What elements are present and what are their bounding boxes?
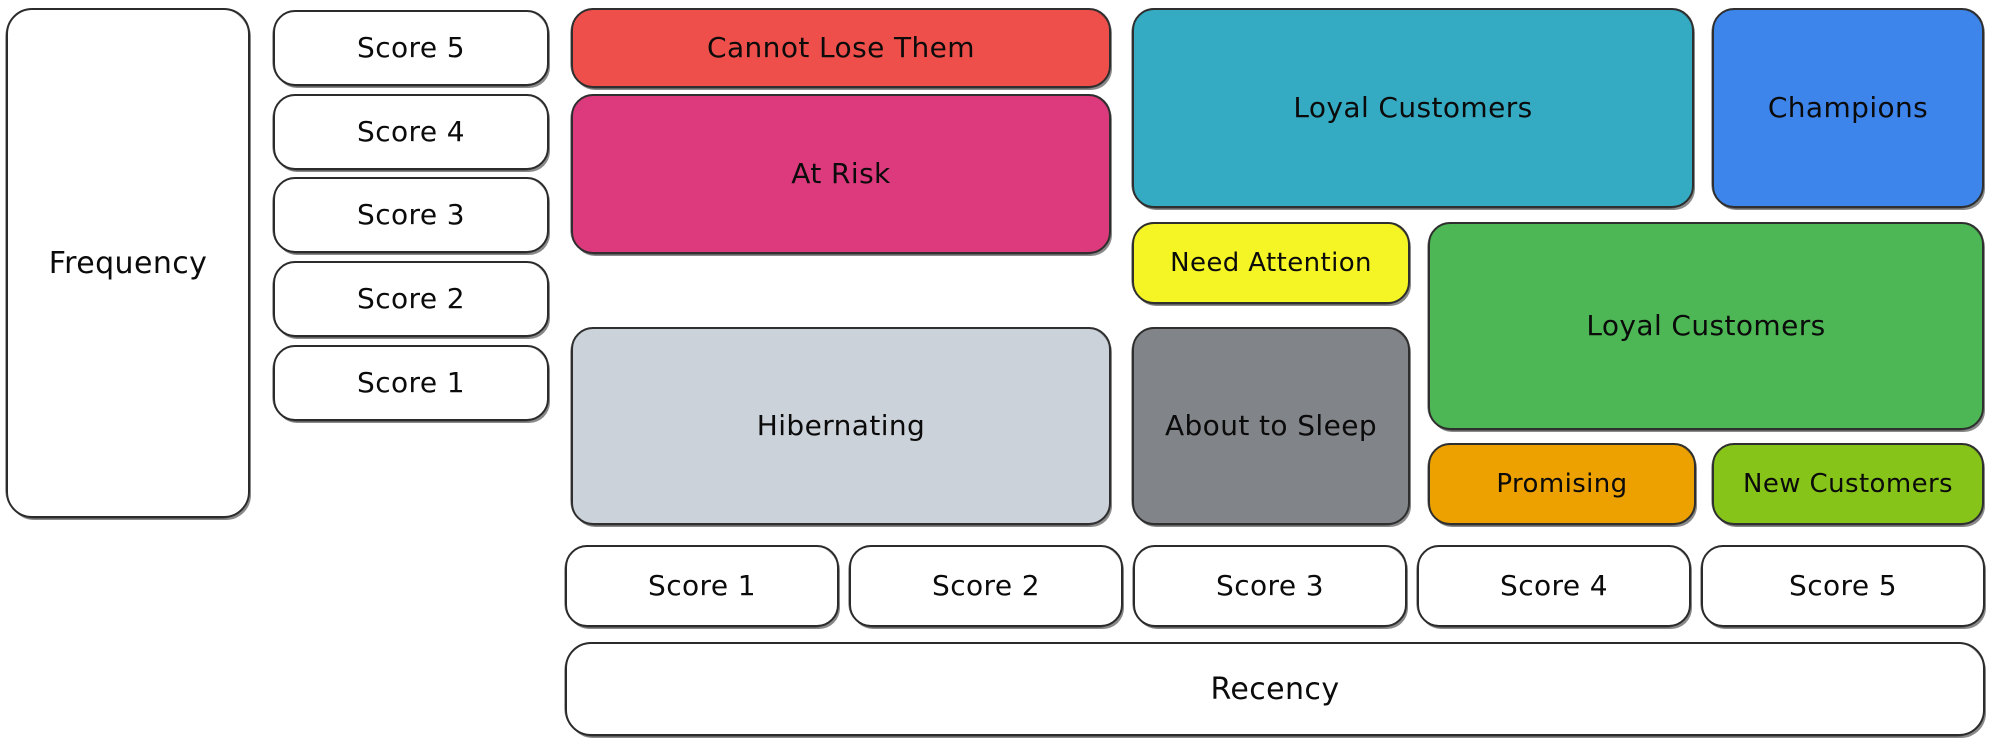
segment-need-attention[interactable]: Need Attention (1131, 222, 1410, 305)
segment-hibernating[interactable]: Hibernating (570, 327, 1111, 526)
segment-loyal-customers-teal[interactable]: Loyal Customers (1131, 8, 1694, 209)
frequency-score-5: Score 5 (272, 10, 549, 87)
segment-loyal-customers-green[interactable]: Loyal Customers (1427, 222, 1984, 431)
recency-score-3: Score 3 (1132, 545, 1407, 628)
segment-at-risk[interactable]: At Risk (570, 94, 1111, 255)
frequency-score-4: Score 4 (272, 94, 549, 171)
segment-promising[interactable]: Promising (1427, 443, 1696, 526)
recency-score-2: Score 2 (848, 545, 1123, 628)
segment-about-to-sleep[interactable]: About to Sleep (1131, 327, 1410, 526)
frequency-score-1: Score 1 (272, 345, 549, 422)
recency-score-5: Score 5 (1700, 545, 1985, 628)
frequency-score-3: Score 3 (272, 177, 549, 254)
segment-new-customers[interactable]: New Customers (1711, 443, 1984, 526)
frequency-score-2: Score 2 (272, 261, 549, 338)
segment-cannot-lose-them[interactable]: Cannot Lose Them (570, 8, 1111, 89)
recency-score-4: Score 4 (1416, 545, 1691, 628)
segment-champions[interactable]: Champions (1711, 8, 1984, 209)
recency-score-1: Score 1 (564, 545, 839, 628)
frequency-axis-label: Frequency (5, 8, 250, 519)
recency-axis-label: Recency (564, 642, 1985, 737)
